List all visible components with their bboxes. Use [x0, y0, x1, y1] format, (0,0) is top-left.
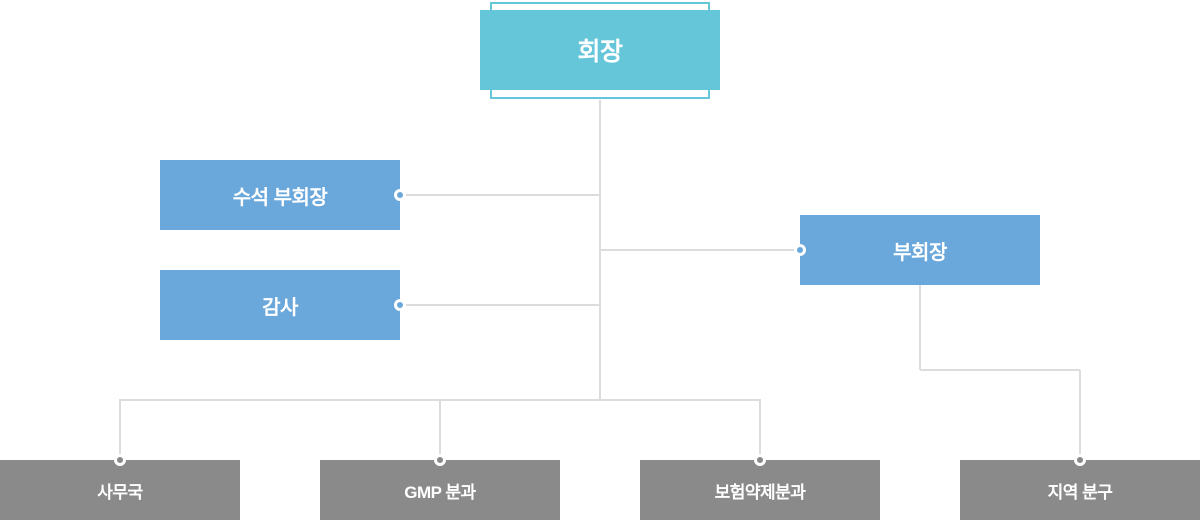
- connector-dot-gmp: [434, 454, 446, 466]
- node-chairman: 회장: [480, 10, 720, 90]
- node-senior-vice-chairman: 수석 부회장: [160, 160, 400, 230]
- connector-line-leg-regional: [1079, 370, 1081, 460]
- connector-line-senior-vice: [400, 194, 600, 196]
- connector-line-leg-gmp: [439, 400, 441, 460]
- connector-line-leg-insurance: [759, 400, 761, 460]
- connector-line-auditor: [400, 304, 600, 306]
- connector-line-vc-horizontal: [920, 369, 1080, 371]
- connector-dot-insurance: [754, 454, 766, 466]
- connector-dot-auditor: [394, 299, 406, 311]
- connector-line-leg-secretariat: [119, 400, 121, 460]
- connector-dot-vice-chairman: [794, 244, 806, 256]
- node-insurance-pharma-division: 보험약제분과: [640, 460, 880, 520]
- connector-dot-regional: [1074, 454, 1086, 466]
- connector-dot-secretariat: [114, 454, 126, 466]
- connector-line-vice-chairman: [600, 249, 800, 251]
- node-secretariat: 사무국: [0, 460, 240, 520]
- node-regional-branch: 지역 분구: [960, 460, 1200, 520]
- connector-dot-senior-vice: [394, 189, 406, 201]
- node-vice-chairman: 부회장: [800, 215, 1040, 285]
- node-auditor: 감사: [160, 270, 400, 340]
- node-gmp-division: GMP 분과: [320, 460, 560, 520]
- connector-line-vc-drop: [919, 285, 921, 370]
